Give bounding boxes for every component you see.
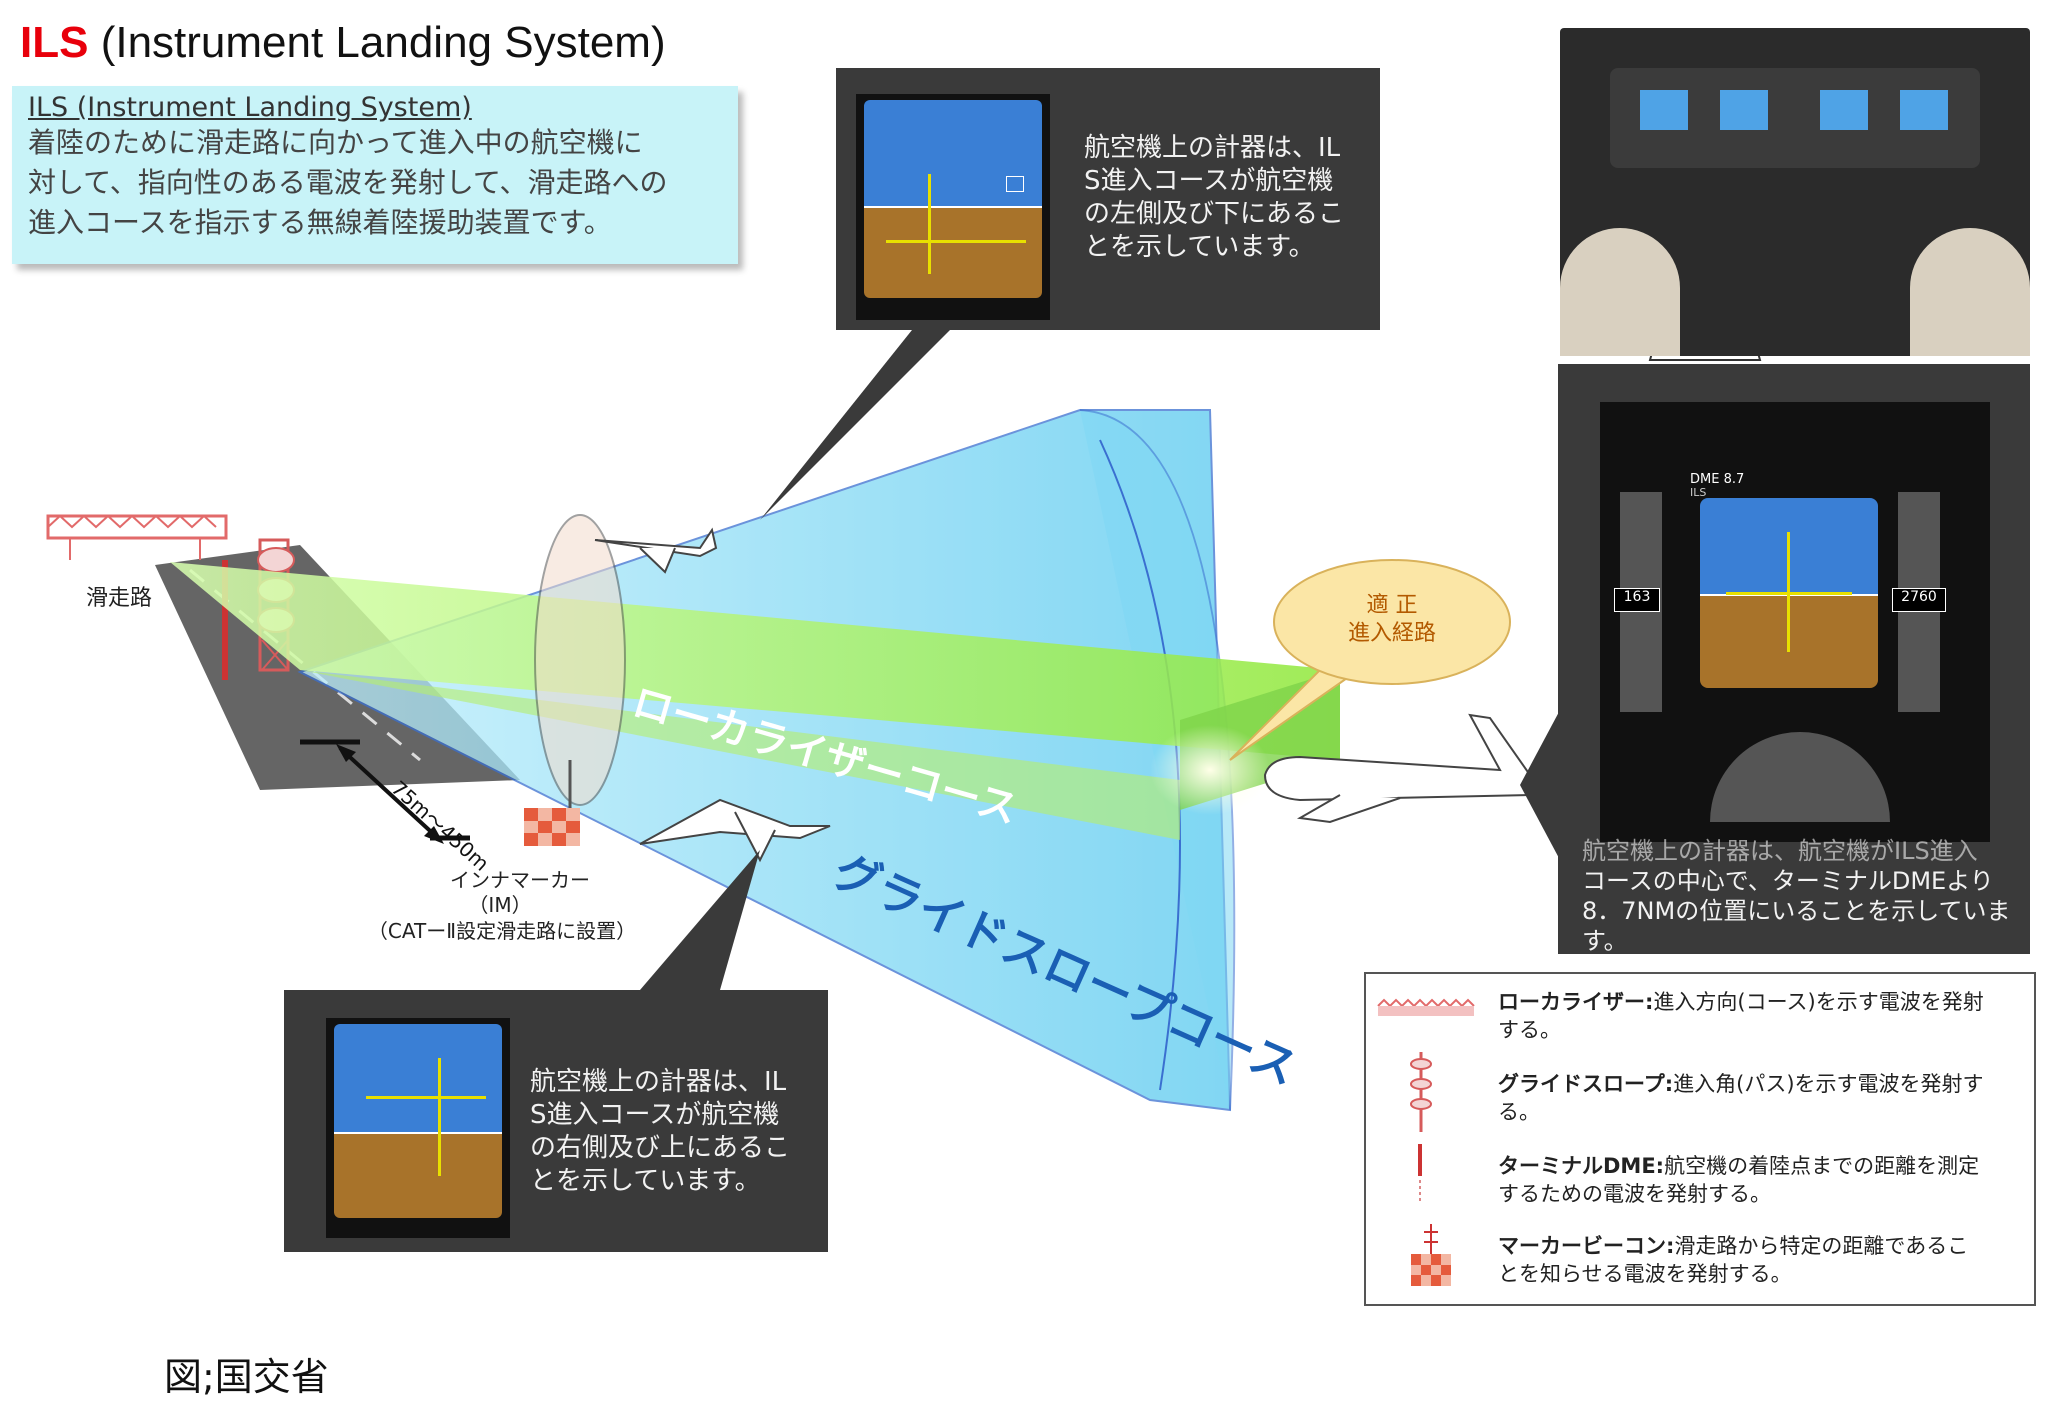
airspeed-readout: 163: [1614, 588, 1660, 612]
legend: ローカライザー:進入方向(コース)を示す電波を発射する。 グライドスロープ:進入…: [1364, 972, 2036, 1306]
callout-top-pointer: [760, 320, 960, 520]
legend-desc-marker-2: とを知らせる電波を発射する。: [1498, 1262, 1792, 1286]
legend-desc-dme-2: するための電波を発射する。: [1498, 1182, 1771, 1206]
aircraft-top-icon: [594, 527, 718, 574]
glideslope-deviation-bar: [366, 1096, 486, 1099]
legend-item-localizer: ローカライザー:進入方向(コース)を示す電波を発射する。: [1498, 988, 2028, 1044]
pfd-dme-readout: DME 8.7: [1690, 472, 1745, 487]
callout-top-text: 航空機上の計器は、IL S進入コースが航空機 の左側及び下にあるこ とを示してい…: [1084, 132, 1364, 264]
callout-right-pointer: [1520, 710, 1560, 860]
runway-label: 滑走路: [86, 586, 152, 611]
glideslope-deviation-bar: [1726, 592, 1852, 595]
callout-top-line-3: の左側及び下にあるこ: [1084, 199, 1345, 229]
inner-marker-label-3: （CATーⅡ設定滑走路に設置）: [368, 919, 636, 943]
title-rest: (Instrument Landing System): [100, 18, 666, 67]
legend-desc-localizer-2: する。: [1498, 1018, 1561, 1042]
page-title: ILS (Instrument Landing System): [20, 18, 666, 68]
cockpit-seat-right: [1910, 228, 2030, 356]
legend-desc-glideslope-1: 進入角(パス)を示す電波を発射す: [1673, 1072, 1984, 1096]
callout-right: DME 8.7 ILS 163 2760 航空機上の計器は、航空機がILS進入 …: [1558, 364, 2030, 956]
pfd-ground: [334, 1132, 502, 1218]
pfd-bottom: [326, 1018, 510, 1238]
title-ils: ILS: [20, 18, 89, 67]
callout-right-line-1: 航空機上の計器は、航空機がILS進入: [1582, 837, 1978, 865]
definition-line-3: 進入コースを指示する無線着陸援助装置です。: [28, 206, 612, 239]
legend-desc-dme-1: 航空機の着陸点までの距離を測定: [1664, 1154, 1980, 1178]
marker-beacon-icon: [524, 760, 580, 846]
marker-beacon-icon: [1411, 1224, 1451, 1286]
callout-bottom: 航空機上の計器は、IL S進入コースが航空機 の右側及び上にあるこ とを示してい…: [284, 990, 828, 1252]
aircraft-right-icon: [1263, 713, 1531, 824]
proper-path-label-1: 適 正: [1367, 593, 1418, 618]
legend-term-localizer: ローカライザー:: [1498, 990, 1654, 1014]
callout-top-line-2: S進入コースが航空機: [1084, 166, 1334, 196]
cockpit-photo: [1560, 28, 2030, 356]
localizer-antenna-icon: [1377, 998, 1475, 1016]
cockpit-screen-3: [1820, 90, 1868, 130]
altitude-readout: 2760: [1892, 588, 1946, 612]
callout-right-line-4: す。: [1582, 927, 1628, 955]
heading-indicator: [1710, 732, 1890, 822]
proper-path-label-2: 進入経路: [1348, 621, 1436, 646]
pfd-top: [856, 94, 1050, 320]
callout-bottom-line-2: S進入コースが航空機: [530, 1100, 780, 1130]
callout-top: 航空機上の計器は、IL S進入コースが航空機 の左側及び下にあるこ とを示してい…: [836, 68, 1380, 330]
callout-bottom-line-1: 航空機上の計器は、IL: [530, 1067, 787, 1097]
legend-item-glideslope: グライドスロープ:進入角(パス)を示す電波を発射する。: [1498, 1070, 2028, 1126]
definition-line-2: 対して、指向性のある電波を発射して、滑走路への: [28, 166, 668, 199]
legend-term-dme: ターミナルDME:: [1498, 1154, 1665, 1178]
glidepath-plane: [534, 514, 626, 806]
legend-desc-localizer-1: 進入方向(コース)を示す電波を発射: [1653, 990, 1984, 1014]
cockpit-seat-left: [1560, 228, 1680, 356]
legend-desc-marker-1: 滑走路から特定の距離であるこ: [1674, 1234, 1969, 1258]
definition-box: ILS (Instrument Landing System) 着陸のために滑走…: [12, 86, 738, 264]
callout-bottom-line-3: の右側及び上にあるこ: [530, 1133, 791, 1163]
inner-marker-label-1: インナマーカー: [450, 868, 590, 892]
glideslope-antenna-icon: [1410, 1052, 1432, 1132]
source-credit: 図;国交省: [164, 1355, 329, 1399]
legend-term-marker: マーカービーコン:: [1498, 1234, 1675, 1258]
pfd-mode-readout: ILS: [1690, 486, 1707, 499]
callout-right-line-2: コースの中心で、ターミナルDMEより: [1582, 867, 1994, 895]
callout-top-line-1: 航空機上の計器は、IL: [1084, 133, 1341, 163]
cockpit-screen-2: [1720, 90, 1768, 130]
localizer-deviation-bar: [928, 174, 931, 274]
proper-path-bubble: 適 正 進入経路: [1229, 559, 1511, 761]
pfd-sky: [864, 100, 1042, 206]
definition-line-1: 着陸のために滑走路に向かって進入中の航空機に: [28, 126, 643, 159]
legend-item-dme: ターミナルDME:航空機の着陸点までの距離を測定するための電波を発射する。: [1498, 1152, 2028, 1208]
callout-right-text: 航空機上の計器は、航空機がILS進入 コースの中心で、ターミナルDMEより 8．…: [1582, 836, 2022, 956]
pfd-sky: [334, 1024, 502, 1132]
localizer-antenna-icon: [46, 514, 228, 560]
callout-top-line-4: とを示しています。: [1084, 232, 1315, 262]
dme-antenna-icon: [1418, 1144, 1422, 1204]
callout-bottom-pointer: [640, 850, 760, 990]
legend-item-marker: マーカービーコン:滑走路から特定の距離であることを知らせる電波を発射する。: [1498, 1232, 2028, 1288]
cockpit-screen-4: [1900, 90, 1948, 130]
pfd-large: DME 8.7 ILS 163 2760: [1600, 402, 1990, 842]
localizer-deviation-bar: [438, 1058, 441, 1176]
im-indicator-icon: [1006, 176, 1024, 192]
legend-term-glideslope: グライドスロープ:: [1498, 1072, 1674, 1096]
callout-right-line-3: 8．7NMの位置にいることを示していま: [1582, 897, 2011, 925]
inner-marker-label-2: （IM）: [468, 893, 531, 917]
callout-bottom-line-4: とを示しています。: [530, 1166, 761, 1196]
glideslope-deviation-bar: [886, 240, 1026, 243]
cockpit-screen-1: [1640, 90, 1688, 130]
pfd-ground: [864, 206, 1042, 298]
callout-bottom-text: 航空機上の計器は、IL S進入コースが航空機 の右側及び上にあるこ とを示してい…: [530, 1066, 810, 1198]
definition-heading: ILS (Instrument Landing System): [28, 92, 472, 123]
aircraft-middle-icon: [639, 798, 831, 863]
legend-desc-glideslope-2: る。: [1498, 1100, 1540, 1124]
